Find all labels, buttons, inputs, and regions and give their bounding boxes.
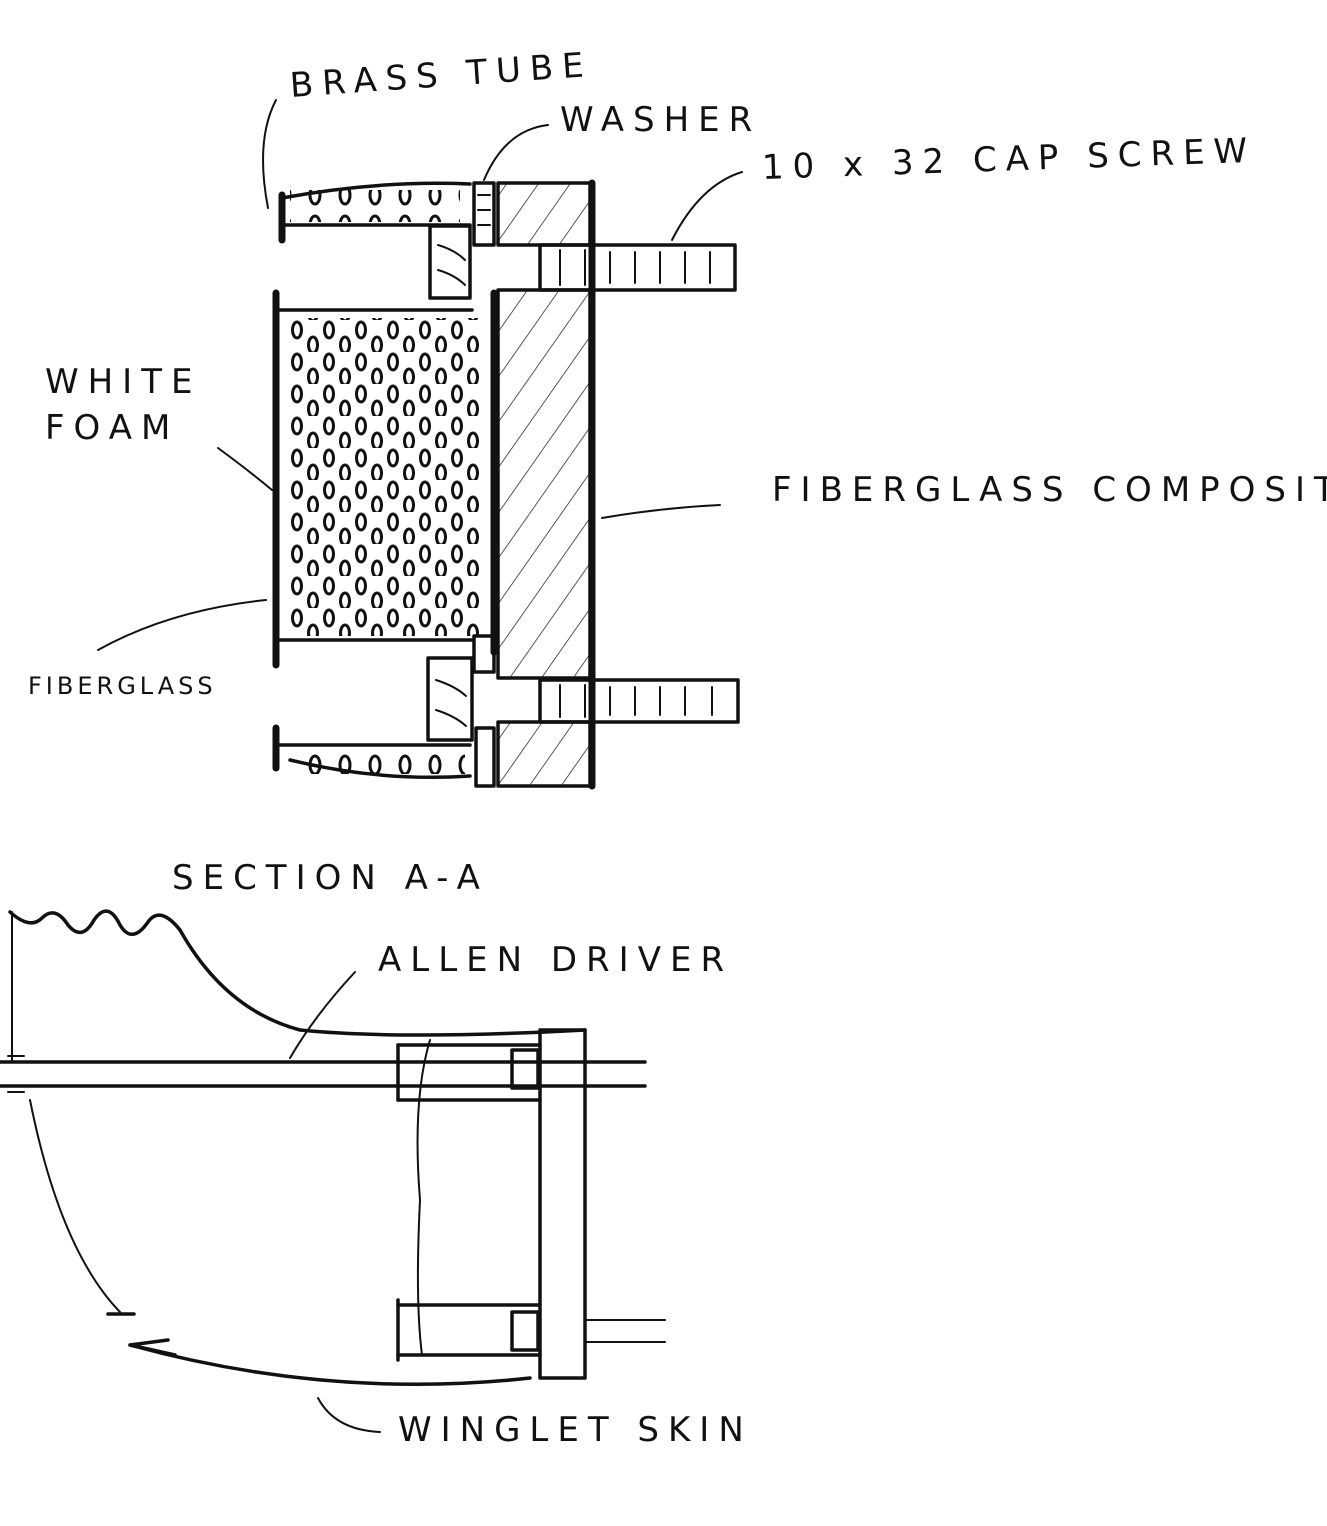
brass-tube-bottom bbox=[272, 724, 496, 788]
section-a-a-assembly bbox=[0, 909, 666, 1433]
label-section-title: SECTION A-A bbox=[172, 858, 489, 898]
washer-top bbox=[472, 181, 496, 247]
leader-fiberglass bbox=[97, 599, 267, 651]
allen-driver-shaft bbox=[0, 1055, 647, 1093]
leader-brass-tube bbox=[262, 99, 277, 209]
fiberglass-composite-block bbox=[496, 179, 596, 790]
label-fiberglass-composite: FIBERGLASS COMPOSITE bbox=[772, 470, 1327, 510]
leader-cap-screw bbox=[671, 171, 743, 241]
leader-white-foam bbox=[217, 447, 273, 491]
cap-screw-bottom bbox=[426, 634, 740, 742]
brass-tube-top bbox=[278, 181, 472, 244]
leader-allen-driver bbox=[289, 971, 356, 1059]
cap-screw-top bbox=[428, 224, 737, 300]
label-winglet-skin: WINGLET SKIN bbox=[398, 1410, 753, 1450]
label-washer: WASHER bbox=[560, 100, 762, 140]
leader-winglet-skin bbox=[317, 1397, 381, 1433]
leader-washer bbox=[483, 124, 549, 181]
label-white-foam-line1: WHITE bbox=[45, 362, 202, 402]
label-allen-driver: ALLEN DRIVER bbox=[378, 940, 734, 980]
section-plate bbox=[396, 1028, 666, 1380]
white-foam-core bbox=[272, 289, 498, 669]
top-view-assembly bbox=[97, 99, 743, 790]
label-white-foam-line2: FOAM bbox=[45, 408, 180, 448]
label-fiberglass: FIBERGLASS bbox=[28, 672, 217, 700]
leader-fiberglass-composite bbox=[601, 504, 721, 519]
